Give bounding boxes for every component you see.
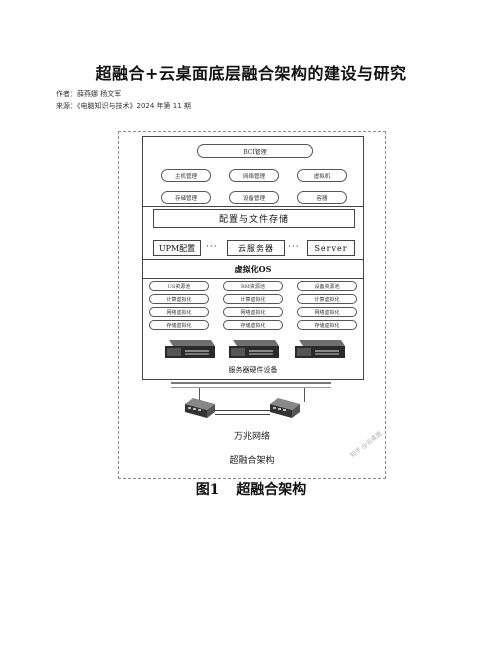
server-icon bbox=[229, 340, 279, 358]
host-management-pill: 主机管理 bbox=[161, 169, 211, 182]
figure-frame: BCI管理 主机管理 网络管理 虚拟机 存储管理 设备管理 容器 配置与文件存储… bbox=[118, 131, 386, 479]
bci-management-pill: BCI管理 bbox=[197, 144, 313, 158]
config-storage-box: 配置与文件存储 bbox=[153, 209, 355, 228]
resource-pill-compute-1: 计算虚拟化 bbox=[149, 294, 209, 304]
resource-pill-compute-3: 计算虚拟化 bbox=[297, 294, 357, 304]
upm-config-box: UPM配置 bbox=[153, 240, 201, 256]
hardware-label: 服务器硬件设备 bbox=[228, 366, 278, 374]
management-box: BCI管理 主机管理 网络管理 虚拟机 存储管理 设备管理 容器 bbox=[142, 136, 364, 208]
resource-pill-storage-2: 存储虚拟化 bbox=[223, 320, 283, 330]
platform-box: 配置与文件存储 UPM配置 ··· 云服务器 ··· Server 虚拟化OS … bbox=[142, 206, 364, 380]
switch-icon bbox=[185, 398, 215, 418]
config-storage-label: 配置与文件存储 bbox=[218, 215, 289, 225]
resource-pill-rm-pool: RM资源池 bbox=[223, 281, 283, 291]
ellipsis-1: ··· bbox=[206, 242, 218, 252]
resource-pill-device-pool: 设备资源池 bbox=[297, 281, 357, 291]
device-management-pill: 设备管理 bbox=[229, 191, 279, 204]
resource-grid: US资源池 RM资源池 设备资源池 计算虚拟化 计算虚拟化 计算虚拟化 网络虚拟… bbox=[143, 279, 363, 331]
server-icon bbox=[165, 340, 215, 358]
server-box: Server bbox=[307, 240, 355, 256]
figure-caption: 图1 超融合架构 bbox=[0, 479, 502, 499]
source-line: 来源：《电脑知识与技术》2024 年第 11 期 bbox=[56, 102, 191, 110]
connector-line bbox=[304, 388, 305, 402]
network-label: 万兆网络 bbox=[233, 431, 270, 442]
cloud-server-box: 云服务器 bbox=[227, 240, 285, 256]
resource-pill-network-3: 网络虚拟化 bbox=[297, 307, 357, 317]
resource-pill-network-2: 网络虚拟化 bbox=[223, 307, 283, 317]
virtual-machine-pill: 虚拟机 bbox=[297, 169, 347, 182]
article-title: 超融合+云桌面底层融合架构的建设与研究 bbox=[95, 64, 407, 83]
storage-management-pill: 存储管理 bbox=[161, 191, 211, 204]
resource-pill-storage-3: 存储虚拟化 bbox=[297, 320, 357, 330]
switch-icon bbox=[270, 398, 300, 418]
architecture-label: 超融合架构 bbox=[229, 455, 275, 466]
author-line: 作者：薛燕娜 杨文军 bbox=[56, 90, 122, 98]
network-management-pill: 网络管理 bbox=[229, 169, 279, 182]
virtual-os-label: 虚拟化OS bbox=[234, 263, 272, 274]
caption-text: 超融合架构 bbox=[236, 482, 307, 498]
server-icon bbox=[295, 340, 345, 358]
ellipsis-2: ··· bbox=[288, 242, 300, 252]
connector-line bbox=[171, 382, 331, 384]
switch-link bbox=[215, 414, 270, 415]
connector-line bbox=[171, 387, 331, 388]
resource-pill-compute-2: 计算虚拟化 bbox=[223, 294, 283, 304]
virtual-os-band: 虚拟化OS bbox=[143, 259, 363, 279]
resource-pill-network-1: 网络虚拟化 bbox=[149, 307, 209, 317]
caption-number: 图1 bbox=[195, 482, 220, 498]
container-pill: 容器 bbox=[297, 191, 347, 204]
switch-link bbox=[215, 410, 270, 411]
connector-line bbox=[199, 388, 200, 402]
resource-pill-us-pool: US资源池 bbox=[149, 281, 209, 291]
resource-pill-storage-1: 存储虚拟化 bbox=[149, 320, 209, 330]
